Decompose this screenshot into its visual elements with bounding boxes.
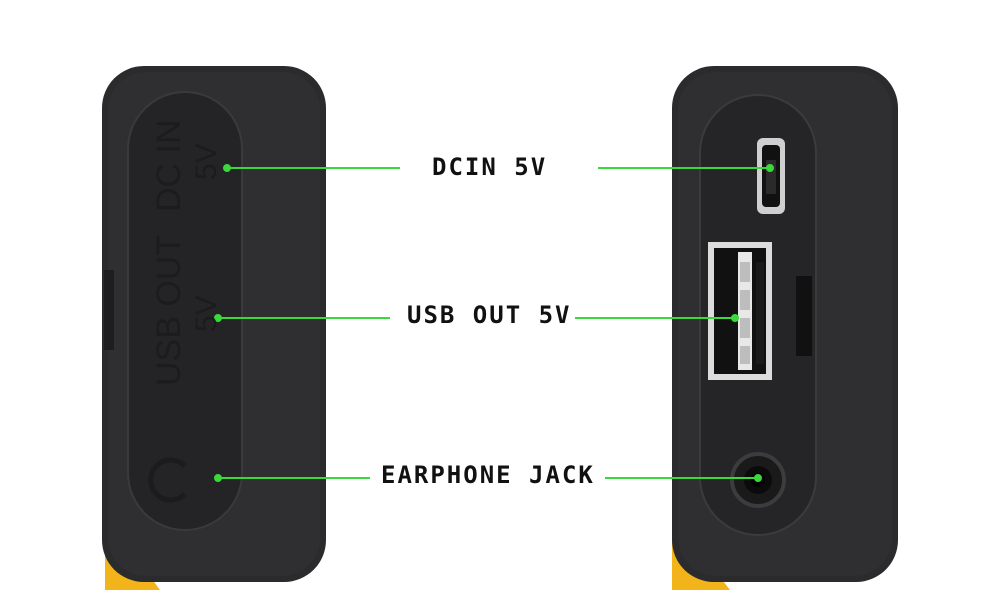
- left-cover-panel: [127, 91, 243, 531]
- callout-dcin: DCIN 5V: [432, 153, 548, 181]
- left-label-dcin: DC IN: [150, 119, 188, 212]
- left-label-usb: USB OUT: [150, 234, 188, 386]
- leader-lines: [214, 164, 774, 482]
- left-label-dcin-5v: 5V: [190, 143, 223, 180]
- usb-a-port-icon: [708, 242, 772, 380]
- left-label-usb-5v: 5V: [190, 295, 223, 332]
- micro-usb-port-icon: [757, 138, 785, 214]
- callout-usb: USB OUT 5V: [407, 301, 572, 329]
- side-slot: [796, 276, 812, 356]
- headphone-c-icon: [148, 457, 187, 503]
- right-device: [672, 66, 898, 590]
- callout-earphone: EARPHONE JACK: [381, 461, 595, 489]
- left-device: [102, 66, 326, 590]
